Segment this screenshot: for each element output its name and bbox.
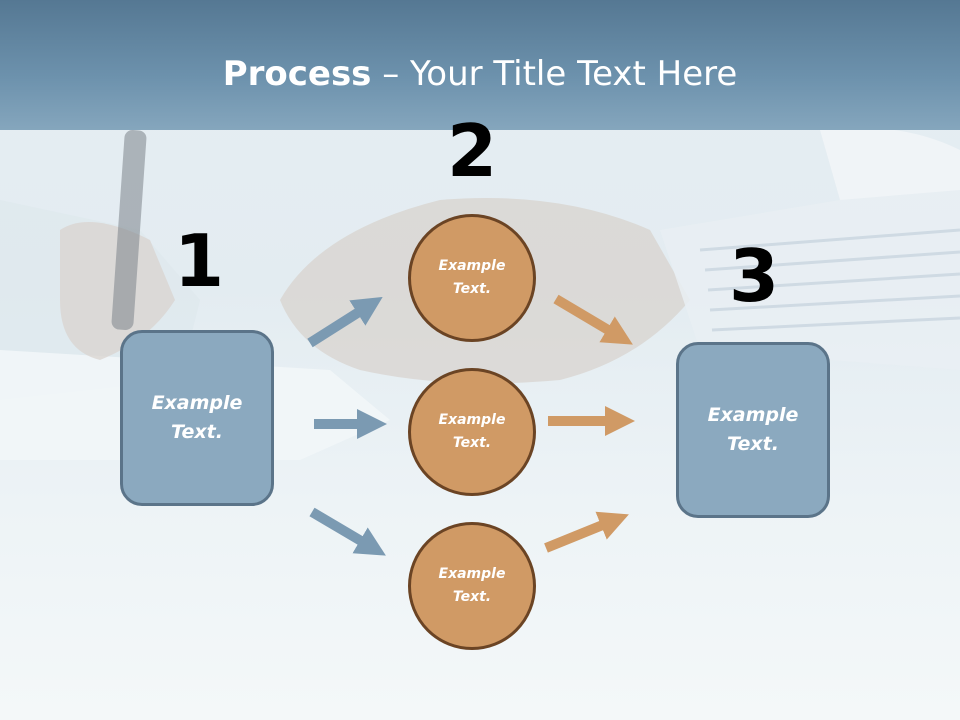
step-2-circle-bottom: Example Text. <box>408 522 536 650</box>
step-2-top-label: Example Text. <box>438 258 506 297</box>
title-rest: – Your Title Text Here <box>371 54 738 94</box>
arrow-bottom-to-3 <box>544 511 629 553</box>
step-2-bottom-label: Example Text. <box>438 566 506 605</box>
step-number-3: 3 <box>728 234 780 318</box>
page-title: Process – Your Title Text Here <box>0 52 960 96</box>
arrow-1-to-top <box>307 296 383 348</box>
arrow-top-to-3 <box>553 294 633 345</box>
step-2-middle-label: Example Text. <box>438 412 506 451</box>
step-number-2: 2 <box>446 109 498 193</box>
step-2-circle-middle: Example Text. <box>408 368 536 496</box>
title-bold: Process <box>222 54 372 94</box>
step-3-box: Example Text. <box>676 342 830 518</box>
step-number-1: 1 <box>173 219 225 303</box>
arrow-1-to-bottom <box>309 507 386 556</box>
title-band <box>0 0 960 130</box>
step-1-box: Example Text. <box>120 330 274 506</box>
step-1-label: Example Text. <box>151 392 243 443</box>
step-3-label: Example Text. <box>707 404 799 455</box>
step-2-circle-top: Example Text. <box>408 214 536 342</box>
